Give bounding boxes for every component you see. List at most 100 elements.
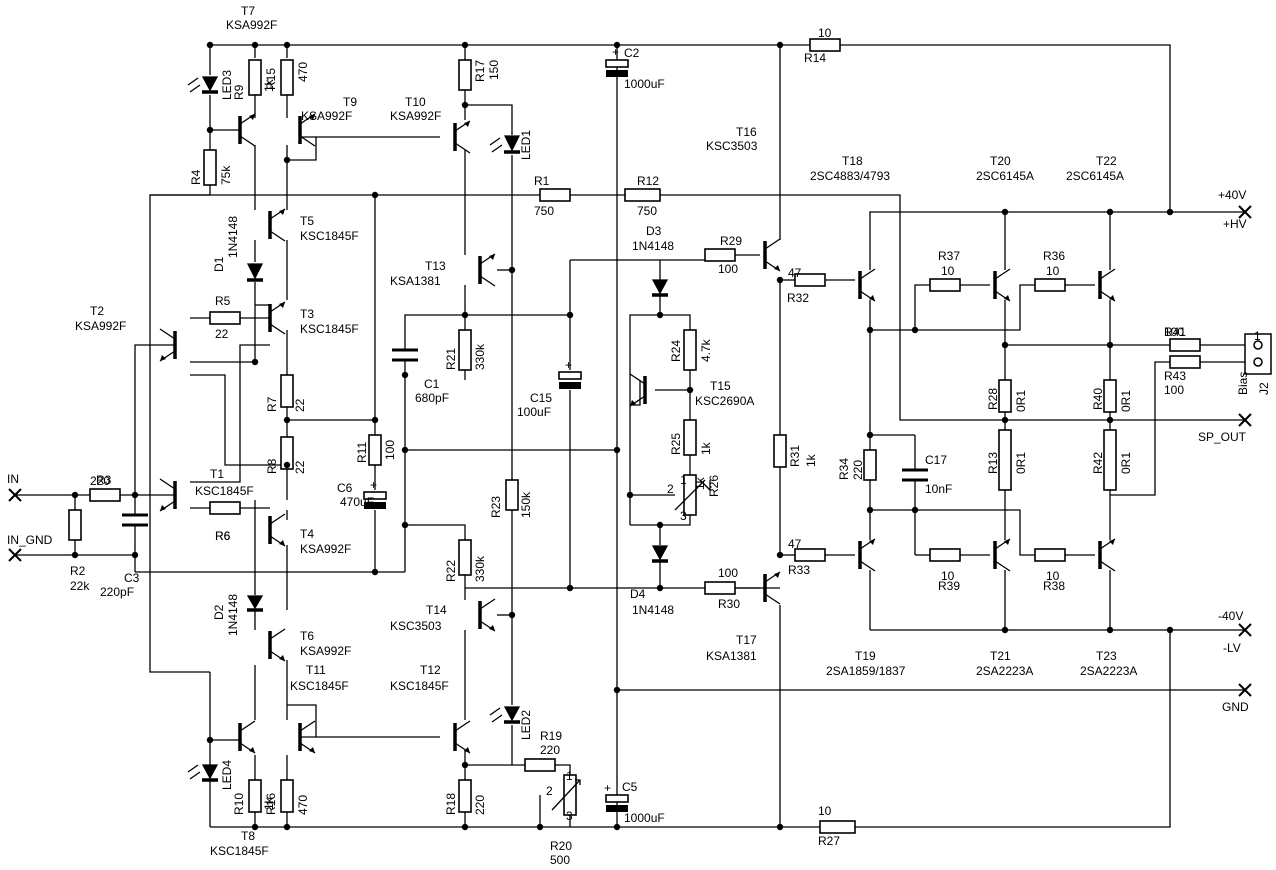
- label-components-36-id: R14: [804, 51, 826, 65]
- transistor-t16: [763, 238, 781, 272]
- label-components-16-id: T17: [736, 633, 757, 647]
- resistor-r18: [458, 779, 472, 813]
- resistor-r20: [563, 774, 577, 816]
- label-components-39-id: R17: [473, 60, 487, 82]
- label-components-22-id: T23: [1096, 649, 1117, 663]
- junction-dot: [1106, 626, 1114, 634]
- junction-dot: [401, 521, 409, 529]
- label-pins-p1: 1: [680, 473, 687, 487]
- label-components-40-value: 220: [473, 795, 487, 815]
- label-components-72-value: 1N4148: [226, 216, 240, 258]
- resistor-r19: [524, 758, 556, 772]
- label-components-3-value: KSC1845F: [300, 229, 359, 243]
- label-components-80-value: Bias: [1236, 372, 1250, 395]
- transistor-t12: [453, 720, 471, 754]
- resistor-r4: [203, 149, 217, 186]
- label-components-2-id: T10: [405, 95, 426, 109]
- label-components-47-value: 1k: [699, 441, 713, 455]
- label-components-60-id: R39: [938, 579, 960, 593]
- label-components-38-value: 470: [296, 795, 310, 815]
- label-components-40-id: R18: [444, 793, 458, 815]
- label-components-24-value: 22k: [70, 579, 90, 593]
- resistor-r6: [209, 501, 241, 515]
- label-pins-p2: 2: [546, 784, 553, 798]
- label-components-78-id: LED3: [220, 70, 234, 100]
- resistor-r17: [458, 59, 472, 91]
- label-components-32-id: R10: [232, 793, 246, 815]
- label-components-38-id: R16: [264, 793, 278, 815]
- label-components-34-value: 750: [637, 204, 657, 218]
- junction-dot: [656, 584, 664, 592]
- label-components-16-value: KSA1381: [706, 649, 757, 663]
- label-pins-p3: 3: [680, 509, 687, 523]
- junction-dot: [206, 41, 214, 49]
- label-components-62-value: 100: [1164, 325, 1184, 339]
- label-components-30-id: R8: [265, 458, 279, 474]
- resistor-r7: [280, 374, 294, 408]
- label-components-37-id: R15: [264, 68, 278, 90]
- label-components-6-id: T1: [210, 467, 224, 481]
- label-components-26-id: R4: [189, 169, 203, 185]
- label-components-33-id: R11: [355, 442, 369, 463]
- label-components-21-id: T22: [1096, 154, 1117, 168]
- label-components-69-id: C6: [337, 481, 353, 495]
- label-components-44-value: 330k: [473, 555, 487, 582]
- transistor-t17: [763, 571, 781, 605]
- label-components-5-id: T2: [90, 304, 104, 318]
- label-components-75-value: 1N4148: [632, 603, 674, 617]
- label-components-73-value: 1N4148: [226, 594, 240, 636]
- label-components-0-value: KSA992F: [226, 18, 277, 32]
- label-components-61-value: 0R1: [1119, 390, 1133, 412]
- label-components-29-id: R7: [265, 396, 279, 412]
- junction-dot: [686, 386, 694, 394]
- label-components-48-id: R26: [707, 475, 721, 497]
- label-components-10-id: T12: [420, 663, 441, 677]
- label-components-4-id: T3: [300, 307, 314, 321]
- label-components-51-value: 100: [718, 262, 738, 276]
- label-nets-spout: SP_OUT: [1198, 430, 1247, 444]
- label-components-12-value: KSA1381: [390, 274, 441, 288]
- label-components-70-id: C15: [530, 391, 552, 405]
- label-components-58-value: 10: [941, 264, 955, 278]
- junction-dot: [1001, 208, 1009, 216]
- transistor-t22: [1098, 268, 1116, 302]
- cap-c2-plate: [605, 59, 629, 68]
- resistor-r42: [1103, 429, 1117, 491]
- label-components-70-value: 100uF: [517, 405, 551, 419]
- label-components-24-id: R2: [70, 564, 86, 578]
- label-components-50-id: R28: [986, 388, 1000, 410]
- resistor-r8: [280, 436, 294, 470]
- junction-dot: [866, 506, 874, 514]
- label-components-22-value: 2SA2223A: [1080, 664, 1137, 678]
- transistor-t1: [159, 478, 177, 512]
- label-components-68-id: C5: [622, 780, 638, 794]
- label-components-29-value: 22: [293, 398, 307, 412]
- label-components-66-value: 1000uF: [624, 77, 665, 91]
- resistor-r38: [1034, 548, 1066, 562]
- label-pins-p3: 3: [566, 809, 573, 823]
- junction-dot: [613, 41, 621, 49]
- label-components-19-id: T20: [990, 154, 1011, 168]
- terminals: [8, 205, 1252, 697]
- label-components-74-id: D3: [646, 224, 662, 238]
- resistor-r24: [683, 329, 697, 371]
- resistor-r11: [368, 434, 382, 466]
- junction-dot: [71, 491, 79, 499]
- label-components-47-id: R25: [669, 433, 683, 455]
- label-components-74-value: 1N4148: [632, 239, 674, 253]
- junction-dot: [656, 521, 664, 529]
- label-components-71-id: C17: [925, 453, 947, 467]
- junction-dot: [613, 446, 621, 454]
- label-components-77-id: LED2: [519, 710, 533, 740]
- label-components-54-id: R32: [787, 291, 809, 305]
- label-components-0-id: T7: [241, 4, 255, 18]
- junction-dot: [613, 686, 621, 694]
- label-components-43-value: 330k: [473, 343, 487, 370]
- label-components-26-value: 75k: [219, 165, 233, 185]
- label-components-80-id: J2: [1257, 382, 1271, 395]
- label-components-53-id: R31: [788, 445, 802, 467]
- transistor-t8: [238, 720, 256, 754]
- capacitors: + + + +: [122, 45, 928, 812]
- bias-connector-j2: [1244, 333, 1272, 375]
